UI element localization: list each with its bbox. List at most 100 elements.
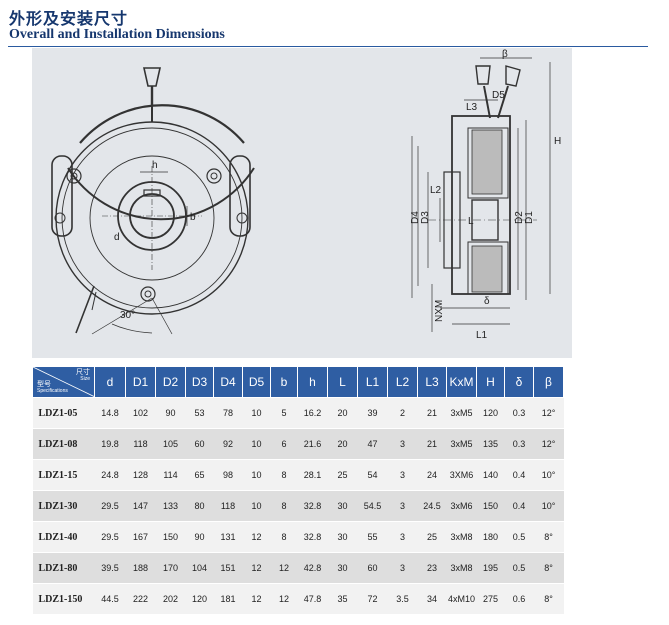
value-cell: 20 [327,428,358,460]
value-cell: 8 [270,490,298,522]
value-cell: 78 [213,397,243,429]
side-label-beta: β [502,49,508,60]
model-cell: LDZ1-05 [32,397,95,429]
header-diagonal [33,367,95,397]
value-cell: 3XM6 [446,459,477,491]
value-cell: 118 [125,428,156,460]
side-label-l2: L2 [430,185,442,196]
value-cell: 30 [327,490,358,522]
value-cell: 3xM8 [446,521,477,553]
value-cell: 35 [327,583,358,615]
model-cell: LDZ1-80 [32,552,95,584]
value-cell: 34 [417,583,447,615]
corner-model-zh: 型号 [37,381,51,388]
value-cell: 98 [213,459,243,491]
side-label-l: L [468,216,474,227]
side-label-delta: δ [484,296,490,307]
value-cell: 3xM5 [446,428,477,460]
side-label-l1: L1 [476,330,488,341]
value-cell: 60 [357,552,388,584]
value-cell: 12 [270,552,298,584]
title-english: Overall and Installation Dimensions [9,27,225,42]
value-cell: 120 [185,583,214,615]
value-cell: 0.4 [504,490,534,522]
value-cell: 28.1 [297,459,328,491]
value-cell: 12 [270,583,298,615]
value-cell: 3 [387,428,418,460]
value-cell: 3 [387,552,418,584]
value-cell: 90 [155,397,186,429]
column-header: h [297,366,328,398]
front-outer-arc [79,104,245,144]
value-cell: 24 [417,459,447,491]
column-header: L2 [387,366,418,398]
value-cell: 53 [185,397,214,429]
value-cell: 10° [533,459,564,491]
value-cell: 47 [357,428,388,460]
value-cell: 29.5 [94,490,126,522]
value-cell: 0.5 [504,552,534,584]
value-cell: 133 [155,490,186,522]
title-chinese: 外形及安装尺寸 [9,9,129,28]
model-cell: LDZ1-40 [32,521,95,553]
column-header: D4 [213,366,243,398]
column-header: D2 [155,366,186,398]
value-cell: 151 [213,552,243,584]
value-cell: 54.5 [357,490,388,522]
value-cell: 65 [185,459,214,491]
title-divider [8,46,648,47]
column-header: b [270,366,298,398]
value-cell: 21 [417,397,447,429]
value-cell: 42.8 [297,552,328,584]
corner-size-zh: 尺寸 [76,369,90,376]
value-cell: 10 [242,397,271,429]
corner-size-en: Size [80,376,90,382]
value-cell: 275 [476,583,505,615]
value-cell: 25 [417,521,447,553]
value-cell: 2 [387,397,418,429]
value-cell: 21 [417,428,447,460]
value-cell: 80 [185,490,214,522]
value-cell: 39.5 [94,552,126,584]
column-header: L3 [417,366,447,398]
value-cell: 104 [185,552,214,584]
value-cell: 54 [357,459,388,491]
value-cell: 0.6 [504,583,534,615]
value-cell: 150 [155,521,186,553]
value-cell: 128 [125,459,156,491]
value-cell: 12 [242,552,271,584]
value-cell: 32.8 [297,490,328,522]
value-cell: 55 [357,521,388,553]
column-header: H [476,366,505,398]
coil-section-top [471,129,503,195]
value-cell: 12° [533,397,564,429]
value-cell: 135 [476,428,505,460]
coil-section-bottom [471,245,503,293]
column-header: L [327,366,358,398]
value-cell: 10 [242,459,271,491]
front-angle-label: 30° [120,310,135,321]
value-cell: 72 [357,583,388,615]
column-header: β [533,366,564,398]
drawing-svg: 30° h d b β L3 D5 H L2 D4 D3 D2 D1 NXM L… [51,49,561,341]
value-cell: 150 [476,490,505,522]
technical-drawing: 30° h d b β L3 D5 H L2 D4 D3 D2 D1 NXM L… [32,48,572,358]
value-cell: 180 [476,521,505,553]
value-cell: 10° [533,490,564,522]
value-cell: 3 [387,521,418,553]
value-cell: 24.5 [417,490,447,522]
value-cell: 105 [155,428,186,460]
value-cell: 44.5 [94,583,126,615]
value-cell: 29.5 [94,521,126,553]
value-cell: 3xM6 [446,490,477,522]
front-view [51,67,255,335]
column-header: D1 [125,366,156,398]
value-cell: 131 [213,521,243,553]
